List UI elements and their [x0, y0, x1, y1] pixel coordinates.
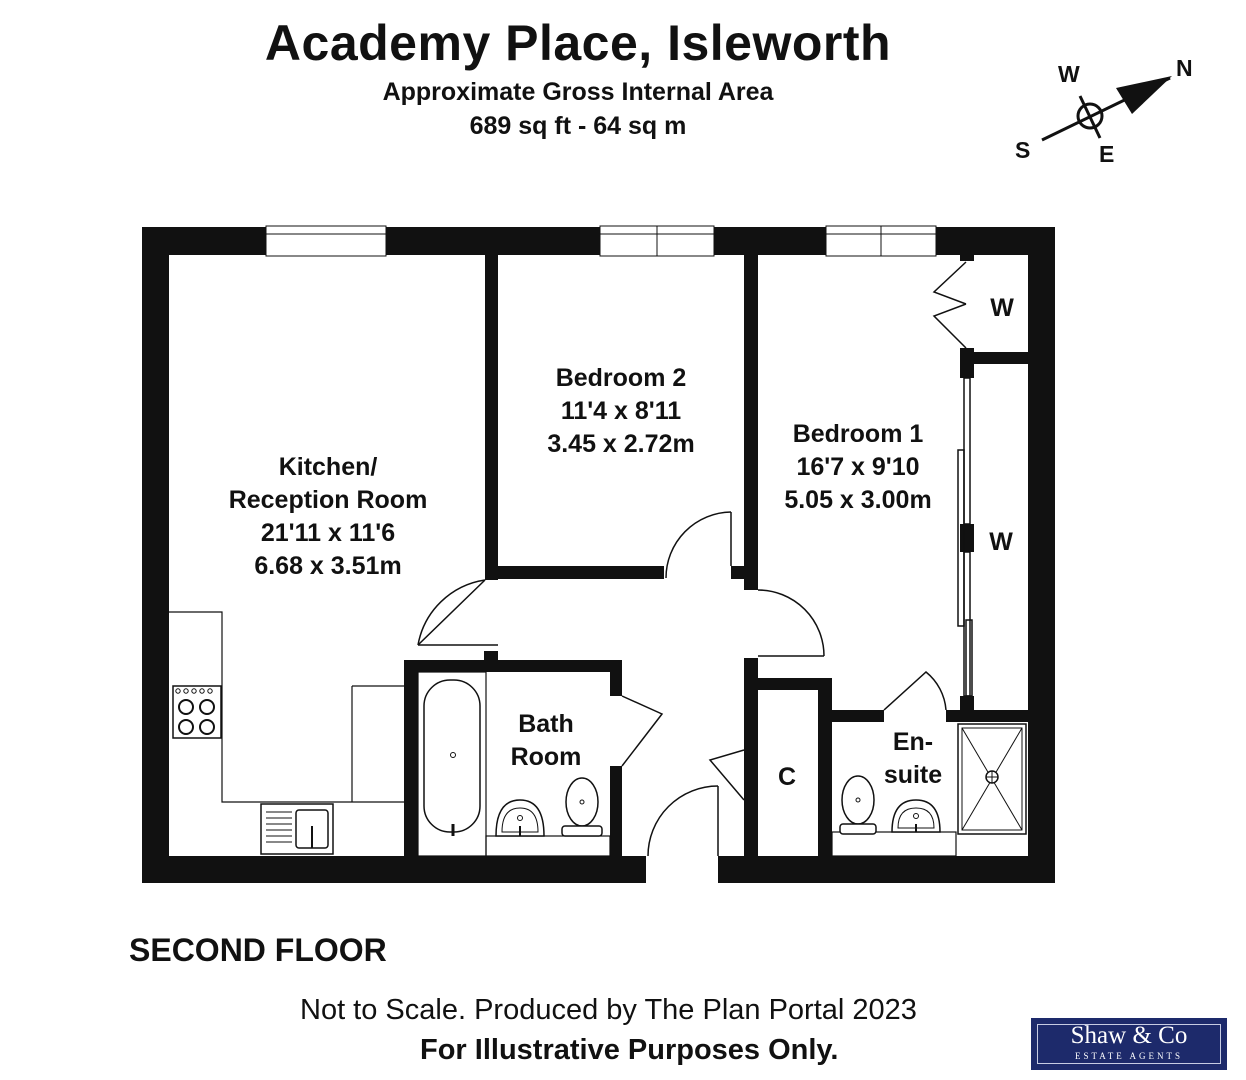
- bedroom1-name: Bedroom 1: [793, 420, 924, 448]
- bathroom-name-line1: Bath: [518, 710, 574, 738]
- ensuite-name-line2: suite: [884, 761, 942, 789]
- floor-label: SECOND FLOOR: [129, 932, 387, 968]
- compass-south: S: [1015, 137, 1030, 163]
- wardrobe-bifold-door: [932, 261, 967, 349]
- kitchen-name-line2: Reception Room: [229, 486, 428, 514]
- kitchen-name-line1: Kitchen/: [279, 453, 378, 481]
- ensuite-basin-icon: [891, 799, 941, 833]
- room-label-ensuite: En- suite: [884, 728, 942, 789]
- gross-area: 689 sq ft - 64 sq m: [469, 112, 687, 140]
- bathroom-toilet-icon: [561, 777, 603, 837]
- kitchen-imperial-size: 21'11 x 11'6: [261, 519, 395, 547]
- bedroom1-imperial-size: 16'7 x 9'10: [796, 453, 919, 481]
- ensuite-toilet-icon: [839, 775, 877, 835]
- compass-icon: N W S E: [1015, 55, 1193, 167]
- bedroom2-metric-size: 3.45 x 2.72m: [547, 430, 694, 458]
- logo-frame: [1037, 1024, 1221, 1064]
- plan-title: Academy Place, Isleworth: [264, 15, 892, 71]
- room-label-wardrobe-top: W: [990, 294, 1014, 322]
- room-label-wardrobe-side: W: [989, 528, 1013, 556]
- interior-walls: [404, 255, 1028, 856]
- scale-note: Not to Scale. Produced by The Plan Porta…: [300, 994, 917, 1026]
- bathroom-basin-icon: [495, 799, 545, 837]
- logo-tagline: ESTATE AGENTS: [1074, 1051, 1184, 1061]
- sink-icon: [260, 803, 334, 855]
- door-swings: [417, 511, 947, 857]
- disclaimer-note: For Illustrative Purposes Only.: [420, 1034, 839, 1066]
- compass-north: N: [1176, 55, 1193, 81]
- room-label-bathroom: Bath Room: [511, 710, 582, 771]
- bedroom1-metric-size: 5.05 x 3.00m: [784, 486, 931, 514]
- kitchen-metric-size: 6.68 x 3.51m: [254, 552, 401, 580]
- hob-icon: [172, 685, 222, 739]
- compass-west: W: [1058, 61, 1080, 87]
- room-label-cupboard: C: [778, 763, 796, 791]
- room-label-kitchen: Kitchen/ Reception Room 21'11 x 11'6 6.6…: [229, 453, 428, 580]
- bathroom-name-line2: Room: [511, 743, 582, 771]
- bedroom2-imperial-size: 11'4 x 8'11: [561, 397, 681, 425]
- room-label-bedroom-1: Bedroom 1 16'7 x 9'10 5.05 x 3.00m: [784, 420, 931, 514]
- windows: [265, 225, 937, 257]
- ensuite-units: [831, 831, 957, 857]
- kitchen-units: [169, 611, 404, 803]
- logo-name: Shaw & Co: [1070, 1022, 1188, 1049]
- agent-logo: Shaw & Co ESTATE AGENTS: [1031, 1018, 1227, 1070]
- ensuite-name-line1: En-: [893, 728, 933, 756]
- plan-subtitle: Approximate Gross Internal Area: [382, 78, 774, 106]
- bedroom2-name: Bedroom 2: [556, 364, 687, 392]
- shower-tray-icon: [957, 723, 1027, 835]
- bathtub-icon: [417, 671, 487, 857]
- compass-east: E: [1099, 141, 1114, 167]
- wardrobe-doors: [957, 377, 973, 697]
- bathroom-units: [485, 835, 611, 857]
- room-label-bedroom-2: Bedroom 2 11'4 x 8'11 3.45 x 2.72m: [547, 364, 694, 458]
